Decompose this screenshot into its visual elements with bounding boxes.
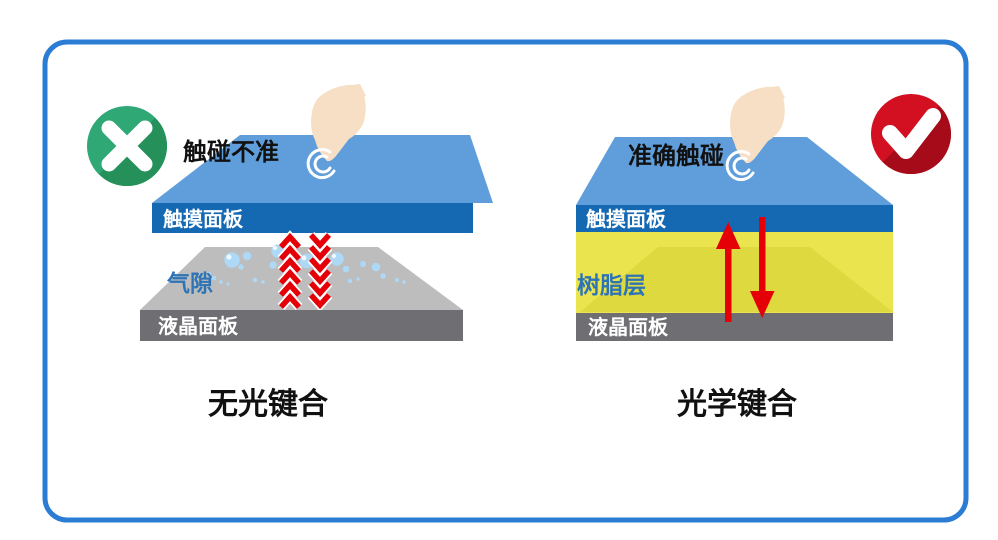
light-path-arrows-icon <box>716 217 775 322</box>
resin-label: 树脂层 <box>577 272 646 298</box>
diagram-title-left: 无光键合 <box>208 387 328 421</box>
touch-panel-label-left: 触摸面板 <box>163 207 244 231</box>
touch-note-left: 触碰不准 <box>183 138 279 166</box>
diagram-title-right: 光学键合 <box>677 387 797 421</box>
touch-panel-layer-right <box>576 205 893 232</box>
lcd-panel-layer-right <box>576 313 893 341</box>
lcd-panel-label-left: 液晶面板 <box>158 314 239 338</box>
air-gap-label: 气隙 <box>166 270 213 296</box>
resin-layer-shade <box>580 247 893 312</box>
touch-panel-label-right: 触摸面板 <box>586 207 667 231</box>
optical-bonding-diagram: 触摸面板 树脂层 液晶面板 准确触碰 光学键合 <box>576 86 951 421</box>
air-gap-surface <box>140 247 463 310</box>
lcd-panel-label-right: 液晶面板 <box>588 315 669 339</box>
lcd-panel-layer-left <box>140 310 463 341</box>
glass-panel-left <box>152 135 493 203</box>
touch-note-right: 准确触碰 <box>628 142 724 170</box>
touch-panel-layer-left <box>152 203 473 233</box>
